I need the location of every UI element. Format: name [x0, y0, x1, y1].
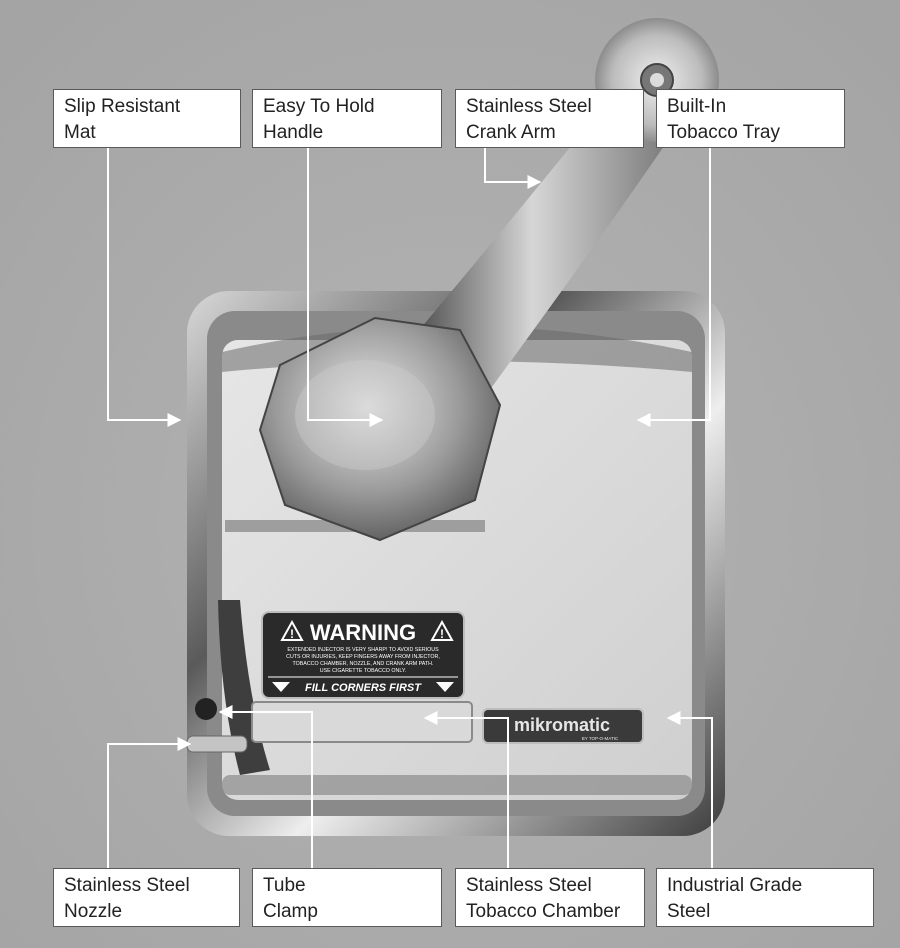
- warning-line: CUTS OR INJURIES, KEEP FINGERS AWAY FROM…: [286, 654, 440, 660]
- brand-tagline: BY TOP-O-MATIC: [582, 736, 619, 741]
- leader-clamp: [218, 705, 313, 868]
- svg-text:!: !: [290, 627, 294, 641]
- warning-footer: FILL CORNERS FIRST: [305, 682, 422, 694]
- leader-handle: [307, 148, 384, 427]
- leader-nozzle: [107, 737, 192, 868]
- warning-triangle-icon: [280, 619, 304, 641]
- warning-title: WARNING: [310, 620, 416, 645]
- callout-nozzle: Stainless Steel Nozzle: [53, 868, 240, 927]
- leader-chamber: [423, 711, 509, 868]
- handle: [258, 316, 502, 542]
- warning-line: USE CIGARETTE TOBACCO ONLY.: [320, 668, 406, 674]
- leader-crank-arm: [484, 148, 542, 189]
- callout-clamp: Tube Clamp: [252, 868, 442, 927]
- warning-plate: ! ! WARNING EXTENDED INJECTOR IS VERY SH…: [261, 611, 465, 699]
- down-arrow-icon: [272, 682, 290, 692]
- warning-line: TOBACCO CHAMBER, NOZZLE, AND CRANK ARM P…: [293, 661, 434, 667]
- leader-tray: [636, 148, 711, 427]
- down-arrow-icon: [436, 682, 454, 692]
- warning-line: EXTENDED INJECTOR IS VERY SHARP! TO AVOI…: [287, 647, 439, 653]
- tobacco-chamber: [251, 701, 473, 743]
- callout-handle: Easy To Hold Handle: [252, 89, 442, 148]
- callout-slip-mat: Slip Resistant Mat: [53, 89, 241, 148]
- brand-logo: mikromatic: [514, 715, 610, 735]
- callout-crank-arm: Stainless Steel Crank Arm: [455, 89, 644, 148]
- warning-triangle-icon: [430, 619, 454, 641]
- clamp-knob: [195, 698, 217, 720]
- leader-slip-mat: [107, 148, 182, 427]
- nozzle: [186, 735, 248, 753]
- crank-arm: [415, 110, 675, 410]
- leader-lines: [107, 148, 713, 868]
- brand-badge: mikromatic BY TOP-O-MATIC: [482, 708, 644, 744]
- callout-steel: Industrial Grade Steel: [656, 868, 874, 927]
- svg-text:!: !: [440, 627, 444, 641]
- leader-steel: [666, 711, 713, 868]
- callout-chamber: Stainless Steel Tobacco Chamber: [455, 868, 645, 927]
- callout-tray: Built-In Tobacco Tray: [656, 89, 845, 148]
